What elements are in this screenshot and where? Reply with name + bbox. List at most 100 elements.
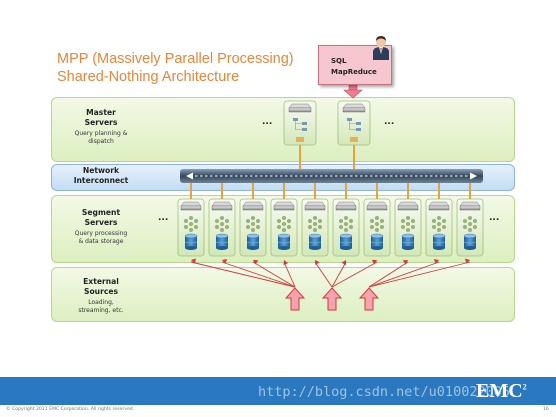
external-source-arrow [284,287,306,311]
network-name-1: Network [82,166,120,175]
process-node [225,219,229,223]
process-node [287,219,291,223]
disk-top [215,233,229,239]
connector-port [296,137,304,142]
disk-top [277,233,291,239]
process-node [370,219,374,223]
disk-bottom [433,246,445,250]
process-node [347,118,352,121]
server-icon [428,201,450,211]
process-node [220,222,224,226]
external-name-2: Sources [83,286,118,296]
segment-desc: Query processing & data storage [51,230,151,246]
process-node [220,228,224,232]
disk-bottom [402,246,414,250]
disk-top [401,233,415,239]
process-node [256,225,260,229]
process-node [313,228,317,232]
disk-bottom [278,246,290,250]
client-line-sql: SQL [331,57,347,65]
process-node [287,225,291,229]
process-node [349,219,353,223]
process-node [251,228,255,232]
disk-body [433,236,445,248]
segment-card [177,198,205,257]
segment-desc-1: Query processing [74,230,128,237]
external-desc-1: Loading, [88,299,114,306]
master-server-1 [283,100,317,169]
segment-card [239,198,267,257]
server-icon [459,201,481,211]
disk-line [215,241,229,244]
disk-line [401,241,415,244]
segment-name-2: Servers [84,217,118,227]
process-node [184,219,188,223]
segment-server-9 [425,183,453,257]
process-node [189,216,193,220]
process-node [318,225,322,229]
disk-body [247,236,259,248]
load-flow-arrowhead-9 [433,259,439,264]
title-line-1: MPP (Massively Parallel Processing) [57,51,294,67]
load-flow-arrowhead-5 [315,260,320,266]
master-ellipsis-left: ... [262,117,273,127]
process-node [375,216,379,220]
connector-port [350,137,358,142]
server-icon [288,103,312,113]
load-flow-line-8 [368,261,409,288]
process-node [256,219,260,223]
disk-top [308,233,322,239]
process-node [375,228,379,232]
server-icon [335,201,357,211]
segment-ellipsis-right: ... [489,213,500,223]
title-line-2: Shared-Nothing Architecture [57,69,240,85]
load-flow-arrowhead-10 [465,258,470,264]
process-link [349,121,356,130]
disk-bottom [309,246,321,250]
disk-top [246,233,260,239]
server-icon [304,201,326,211]
master-servers-band [51,97,515,162]
process-node [349,225,353,229]
emc-logo-superscript: 2 [522,382,527,392]
emc-logo: EMC2 [476,380,527,403]
process-node [194,219,198,223]
load-flow-arrowhead-1 [191,258,196,264]
segment-servers-label: Segment Servers Query processing & data … [51,208,151,246]
disk-top [339,233,353,239]
disk-line [463,241,477,244]
disk-bottom [216,246,228,250]
master-desc-1: Query planning & [74,130,128,137]
process-node [473,219,477,223]
segment-card [270,198,298,257]
slide-title: MPP (Massively Parallel Processing) Shar… [57,50,294,86]
process-node [380,219,384,223]
load-flow-arrowhead-3 [253,260,259,265]
process-node [370,225,374,229]
disk-line [432,241,446,244]
server-icon [180,201,202,211]
user-person-icon [373,36,389,60]
process-node [468,228,472,232]
process-node [308,219,312,223]
external-source-arrow [358,287,380,311]
disk-line [370,241,384,244]
process-node [437,228,441,232]
process-node [432,219,436,223]
segment-name-1: Segment [81,208,121,217]
segment-server-6 [332,183,360,257]
segment-card [394,198,422,257]
process-node [339,219,343,223]
disk-body [340,236,352,248]
process-node [437,216,441,220]
process-node [277,225,281,229]
process-node [225,225,229,229]
process-node [282,222,286,226]
server-icon [342,103,366,113]
external-desc-2: streaming, etc. [78,307,124,314]
segment-server-3 [239,183,267,257]
process-node [406,222,410,226]
process-node [463,225,467,229]
server-icon [242,201,264,211]
